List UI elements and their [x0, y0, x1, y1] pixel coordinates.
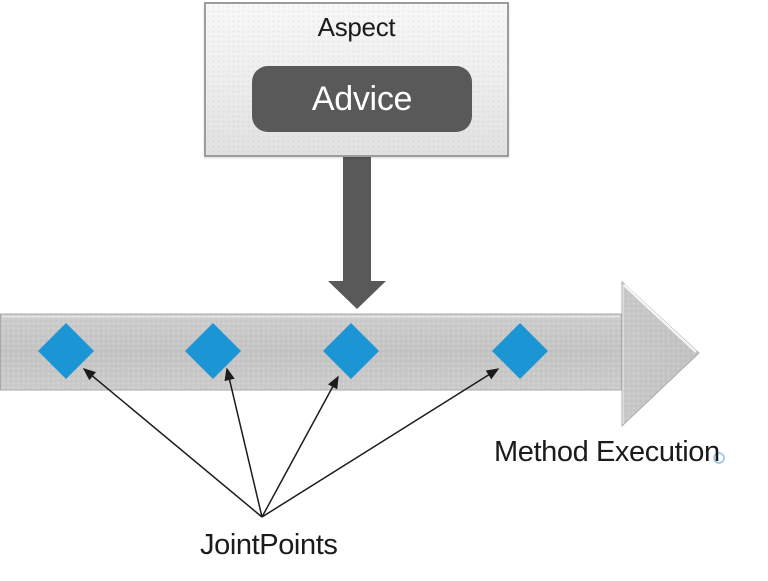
jointpoint-diamond-3	[323, 323, 379, 379]
jointpoint-pointer-arrow-1	[82, 368, 263, 518]
aspect-title: Aspect	[317, 12, 396, 42]
jointpoint-pointer-arrow-2	[224, 367, 263, 518]
jointpoint-pointer-arrow-4	[261, 368, 500, 518]
method-execution-label: Method Execution	[494, 436, 720, 468]
jointpoint-diamond-4	[492, 323, 548, 379]
flow-arrowhead-bevel	[623, 284, 697, 353]
flow-arrowhead-texture	[622, 282, 699, 426]
aspect-box: Aspect Advice	[204, 2, 509, 157]
jointpoint-pointer-arrow-3	[261, 375, 339, 518]
watermark-ring	[713, 452, 725, 464]
jointpoint-diamond-2	[185, 323, 241, 379]
jointpoints-label: JointPoints	[200, 529, 338, 561]
advice-pill: Advice	[252, 66, 472, 132]
jointpoint-diamond-1	[38, 323, 94, 379]
advice-to-flow-arrow	[328, 156, 386, 309]
